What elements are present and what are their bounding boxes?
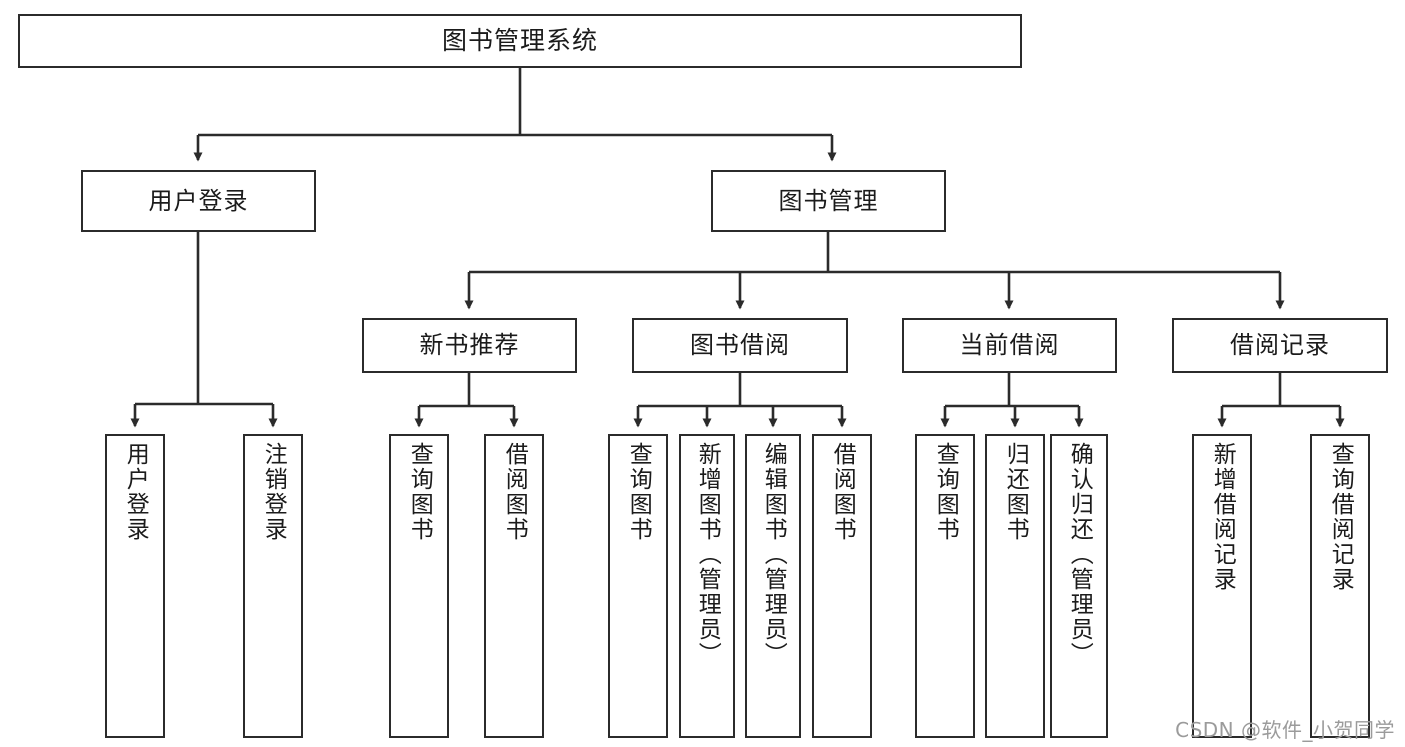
node-root-system[interactable]: 图书管理系统 (18, 14, 1022, 68)
node-leaf-query-borrow-record-label: 查询借阅记录 (1327, 442, 1354, 592)
node-leaf-borrow-book[interactable]: 借阅图书 (812, 434, 872, 738)
node-leaf-confirm-return-admin[interactable]: 确认归还（管理员） (1050, 434, 1108, 738)
node-new-book-rec[interactable]: 新书推荐 (362, 318, 577, 373)
node-borrow-record[interactable]: 借阅记录 (1172, 318, 1388, 373)
node-leaf-add-book-admin[interactable]: 新增图书（管理员） (679, 434, 735, 738)
node-leaf-user-login-label: 用户登录 (122, 442, 149, 542)
node-leaf-query-book-rec[interactable]: 查询图书 (389, 434, 449, 738)
node-user-login-label: 用户登录 (148, 186, 249, 215)
node-leaf-edit-book-admin[interactable]: 编辑图书（管理员） (745, 434, 801, 738)
node-leaf-query-borrow-record[interactable]: 查询借阅记录 (1310, 434, 1370, 738)
node-leaf-add-borrow-record-label: 新增借阅记录 (1209, 442, 1236, 592)
node-leaf-user-logout[interactable]: 注销登录 (243, 434, 303, 738)
node-book-borrow[interactable]: 图书借阅 (632, 318, 848, 373)
node-leaf-query-book-borrow-label: 查询图书 (625, 442, 652, 542)
node-book-manage-label: 图书管理 (778, 186, 879, 215)
node-leaf-add-book-admin-label: 新增图书（管理员） (694, 442, 721, 667)
watermark-text: CSDN @软件_小贺同学 (1175, 718, 1395, 742)
node-leaf-add-borrow-record[interactable]: 新增借阅记录 (1192, 434, 1252, 738)
node-leaf-return-book[interactable]: 归还图书 (985, 434, 1045, 738)
node-leaf-user-login[interactable]: 用户登录 (105, 434, 165, 738)
node-leaf-borrow-book-rec-label: 借阅图书 (501, 442, 528, 542)
node-book-manage[interactable]: 图书管理 (711, 170, 946, 232)
node-leaf-query-book-current-label: 查询图书 (932, 442, 959, 542)
node-current-borrow[interactable]: 当前借阅 (902, 318, 1117, 373)
node-new-book-rec-label: 新书推荐 (419, 331, 520, 360)
node-leaf-query-book-borrow[interactable]: 查询图书 (608, 434, 668, 738)
node-leaf-edit-book-admin-label: 编辑图书（管理员） (760, 442, 787, 667)
node-borrow-record-label: 借阅记录 (1230, 331, 1330, 360)
node-root-label: 图书管理系统 (441, 26, 598, 56)
node-current-borrow-label: 当前借阅 (959, 331, 1060, 360)
node-leaf-user-logout-label: 注销登录 (260, 442, 287, 542)
node-user-login[interactable]: 用户登录 (81, 170, 316, 232)
node-leaf-query-book-current[interactable]: 查询图书 (915, 434, 975, 738)
node-leaf-query-book-rec-label: 查询图书 (406, 442, 433, 542)
node-leaf-borrow-book-rec[interactable]: 借阅图书 (484, 434, 544, 738)
node-leaf-borrow-book-label: 借阅图书 (829, 442, 856, 542)
node-leaf-return-book-label: 归还图书 (1002, 442, 1029, 542)
node-book-borrow-label: 图书借阅 (690, 331, 790, 360)
node-leaf-confirm-return-admin-label: 确认归还（管理员） (1066, 442, 1093, 667)
